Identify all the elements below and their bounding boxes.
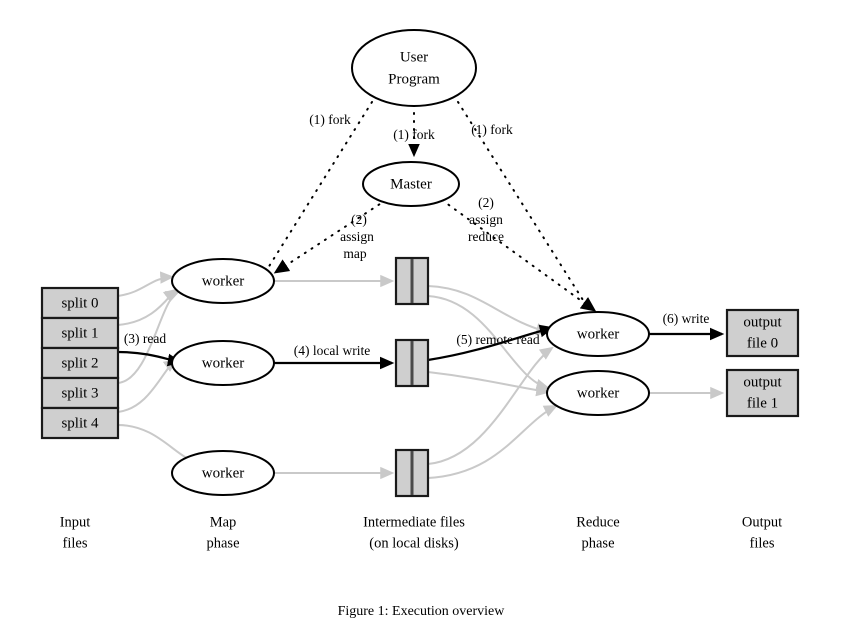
- fork-left-line: [267, 101, 373, 269]
- flow-split3-worker1: [117, 291, 181, 384]
- assign-map-label-line3: map: [343, 246, 366, 261]
- flow-inter3-reduce2: [427, 404, 559, 479]
- map-worker-1[interactable]: worker: [171, 258, 275, 304]
- flow-split0-worker1: [117, 271, 175, 297]
- output-file-box-0[interactable]: output file 0: [725, 308, 800, 358]
- fork-connections-group: [267, 101, 597, 312]
- split-box-3[interactable]: split 3: [40, 376, 120, 410]
- assign-reduce-label-line1: (2): [478, 195, 494, 210]
- fork-left-label: (1) fork: [309, 112, 351, 127]
- map-worker-2[interactable]: worker: [171, 340, 275, 386]
- reduce-worker-1-label: worker: [577, 326, 619, 342]
- assign-reduce-arrow: [441, 199, 597, 312]
- input-files-stack: split 0 split 1 split 2 split 3 split 4: [40, 286, 120, 440]
- output-file-box-1[interactable]: output file 1: [725, 368, 800, 418]
- reduce-worker-1[interactable]: worker: [546, 311, 650, 357]
- intermediate-file-box-1[interactable]: [394, 338, 430, 388]
- assign-map-label-line1: (2): [351, 212, 367, 227]
- split-box-2[interactable]: split 2: [40, 346, 120, 380]
- split-box-0[interactable]: split 0: [40, 286, 120, 320]
- fork-center-label: (1) fork: [393, 127, 435, 142]
- map-to-intermediate-flows: [274, 274, 395, 480]
- master-label: Master: [390, 176, 432, 192]
- split-box-3-label: split 3: [61, 385, 98, 401]
- flow-inter3-reduce1: [427, 346, 554, 465]
- flow-split4-worker2: [117, 358, 178, 413]
- map-worker-3[interactable]: worker: [171, 450, 275, 496]
- figure-caption: Figure 1: Execution overview: [338, 604, 506, 619]
- column-label-output-line2: files: [750, 535, 775, 551]
- split-box-4-label: split 4: [61, 415, 99, 431]
- step-labels-group: (1) fork (1) fork (1) fork (2) assign ma…: [124, 112, 710, 358]
- remote-read-label: (5) remote read: [456, 332, 539, 347]
- reduce-worker-2-label: worker: [577, 385, 619, 401]
- output-file-1-label-line2: file 1: [747, 395, 778, 411]
- column-label-output-line1: Output: [742, 514, 782, 530]
- assign-map-label-line2: assign: [340, 229, 374, 244]
- intermediate-files-group: [394, 256, 430, 498]
- map-worker-1-label: worker: [202, 273, 244, 289]
- intermediate-to-reduce-flows: [427, 285, 559, 479]
- assign-reduce-label-line3: reduce: [468, 229, 504, 244]
- output-files-group: output file 0 output file 1: [725, 308, 800, 418]
- output-file-1-label-line1: output: [743, 374, 782, 390]
- write-label: (6) write: [663, 311, 710, 326]
- column-label-input-line1: Input: [60, 514, 91, 530]
- map-worker-2-label: worker: [202, 355, 244, 371]
- intermediate-file-box-0[interactable]: [394, 256, 430, 306]
- column-label-map-line1: Map: [210, 514, 237, 530]
- fork-right-label: (1) fork: [471, 122, 513, 137]
- assign-map-arrow: [273, 199, 387, 274]
- map-worker-3-label: worker: [202, 465, 244, 481]
- user-program-node[interactable]: User Program: [351, 29, 477, 107]
- reduce-worker-2[interactable]: worker: [546, 370, 650, 416]
- column-labels-group: Input files Map phase Intermediate files…: [60, 514, 782, 551]
- fork-right-line: [457, 101, 589, 309]
- output-file-0-label-line2: file 0: [747, 335, 778, 351]
- user-program-label-line1: User: [400, 49, 428, 65]
- split-box-2-label: split 2: [61, 355, 98, 371]
- master-node[interactable]: Master: [362, 161, 460, 207]
- read-label: (3) read: [124, 331, 167, 346]
- flow-inter1-reduce2: [427, 295, 551, 391]
- intermediate-file-box-2[interactable]: [394, 448, 430, 498]
- split-box-0-label: split 0: [61, 295, 98, 311]
- split-box-1[interactable]: split 1: [40, 316, 120, 350]
- flow-inter2-reduce2: [427, 371, 551, 397]
- column-label-intermediate-line2: (on local disks): [369, 535, 459, 551]
- local-write-label: (4) local write: [294, 343, 370, 358]
- reduce-to-output-flows: [648, 327, 725, 400]
- column-label-reduce-line1: Reduce: [576, 514, 619, 530]
- flow-inter1-reduce1: [427, 285, 551, 336]
- split-box-4[interactable]: split 4: [40, 406, 120, 440]
- column-label-intermediate-line1: Intermediate files: [363, 514, 465, 530]
- column-label-reduce-line2: phase: [581, 535, 614, 551]
- user-program-label-line2: Program: [388, 71, 440, 87]
- assign-reduce-label-line2: assign: [469, 212, 503, 227]
- split-box-1-label: split 1: [61, 325, 98, 341]
- read-arrow: [117, 350, 183, 367]
- column-label-map-line2: phase: [206, 535, 239, 551]
- column-label-input-line2: files: [63, 535, 88, 551]
- output-file-0-label-line1: output: [743, 314, 782, 330]
- remote-read-arrow: [427, 324, 555, 362]
